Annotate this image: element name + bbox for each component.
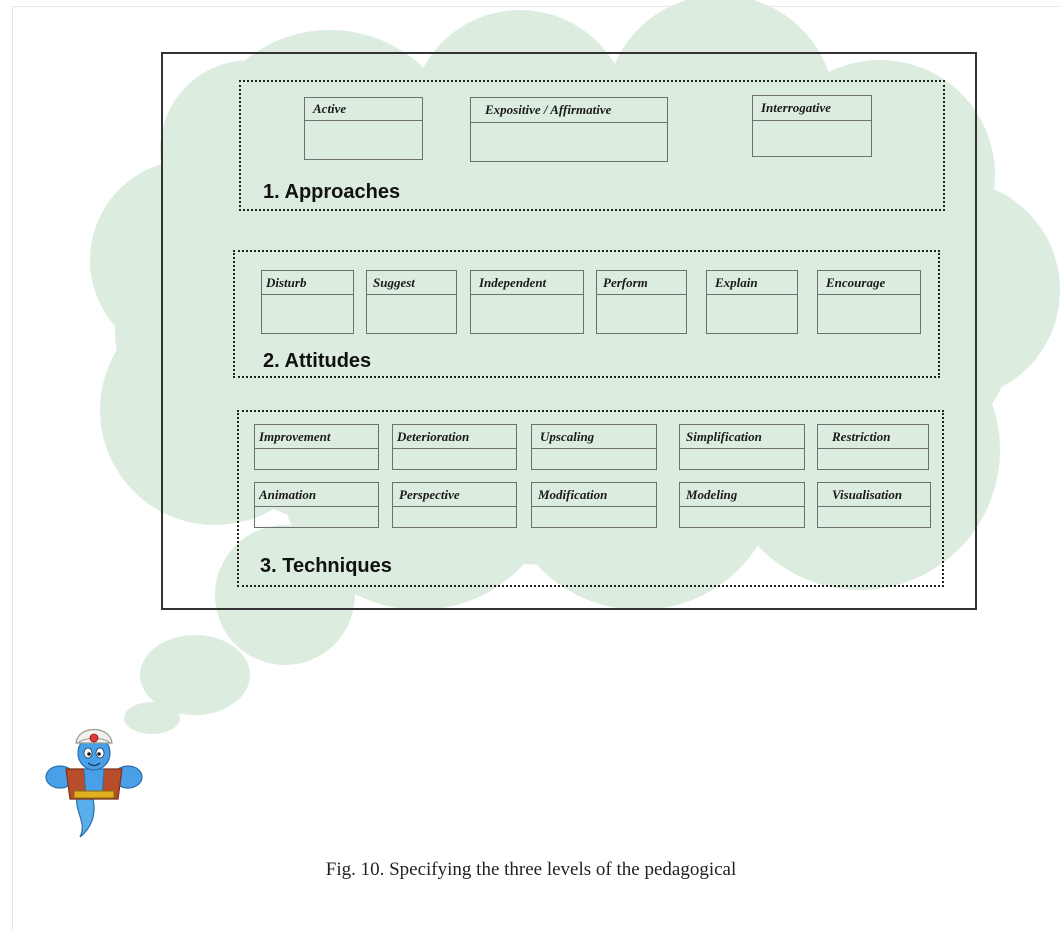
attitude-box: Encourage bbox=[817, 270, 921, 334]
attitude-label: Explain bbox=[707, 271, 797, 295]
technique-box: Modification bbox=[531, 482, 657, 528]
technique-label: Deterioration bbox=[393, 425, 516, 449]
technique-box: Simplification bbox=[679, 424, 805, 470]
diagram-frame bbox=[161, 52, 977, 610]
technique-label: Animation bbox=[255, 483, 378, 507]
attitude-label: Encourage bbox=[818, 271, 920, 295]
approaches-group bbox=[239, 80, 945, 211]
approach-box: Active bbox=[304, 97, 423, 160]
technique-label: Modification bbox=[532, 483, 656, 507]
page-border-left bbox=[12, 6, 13, 930]
approach-label: Active bbox=[305, 98, 422, 121]
attitude-box: Perform bbox=[596, 270, 687, 334]
approach-box: Expositive / Affirmative bbox=[470, 97, 668, 162]
figure-caption: Fig. 10. Specifying the three levels of … bbox=[325, 859, 737, 880]
technique-box: Improvement bbox=[254, 424, 379, 470]
technique-box: Modeling bbox=[679, 482, 805, 528]
attitude-box: Suggest bbox=[366, 270, 457, 334]
technique-label: Simplification bbox=[680, 425, 804, 449]
technique-label: Perspective bbox=[393, 483, 516, 507]
group-title-techniques: 3. Techniques bbox=[260, 555, 392, 577]
approach-label: Expositive / Affirmative bbox=[471, 98, 667, 123]
technique-label: Upscaling bbox=[532, 425, 656, 449]
technique-label: Modeling bbox=[680, 483, 804, 507]
attitude-box: Explain bbox=[706, 270, 798, 334]
attitudes-group bbox=[233, 250, 940, 378]
approach-box: Interrogative bbox=[752, 95, 872, 157]
technique-box: Visualisation bbox=[817, 482, 931, 528]
attitude-box: Disturb bbox=[261, 270, 354, 334]
approach-label: Interrogative bbox=[753, 96, 871, 121]
technique-label: Restriction bbox=[818, 425, 928, 449]
attitude-label: Disturb bbox=[262, 271, 353, 295]
page-border-top bbox=[12, 6, 1060, 7]
technique-box: Perspective bbox=[392, 482, 517, 528]
attitude-label: Perform bbox=[597, 271, 686, 295]
technique-box: Upscaling bbox=[531, 424, 657, 470]
group-title-approaches: 1. Approaches bbox=[263, 181, 401, 203]
attitude-label: Independent bbox=[471, 271, 583, 295]
technique-box: Deterioration bbox=[392, 424, 517, 470]
technique-box: Animation bbox=[254, 482, 379, 528]
genie-icon bbox=[45, 729, 143, 838]
techniques-group bbox=[237, 410, 944, 587]
attitude-label: Suggest bbox=[367, 271, 456, 295]
group-title-attitudes: 2. Attitudes bbox=[263, 350, 372, 372]
technique-label: Improvement bbox=[255, 425, 378, 449]
technique-box: Restriction bbox=[817, 424, 929, 470]
technique-label: Visualisation bbox=[818, 483, 930, 507]
attitude-box: Independent bbox=[470, 270, 584, 334]
